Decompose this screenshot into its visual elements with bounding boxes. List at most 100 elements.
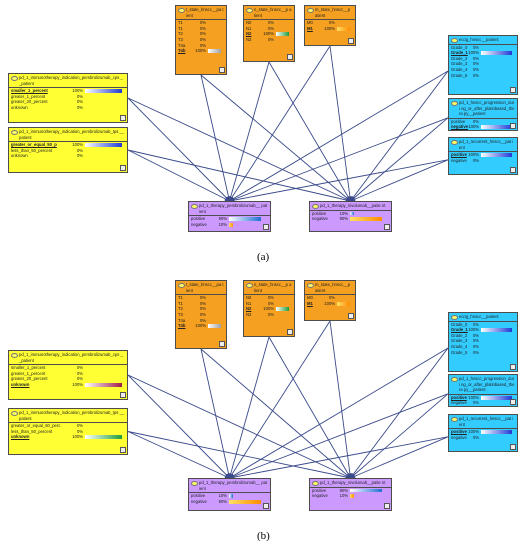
node-expand-icon[interactable] bbox=[510, 364, 516, 370]
node-expand-icon[interactable] bbox=[120, 165, 126, 171]
node-expand-icon[interactable] bbox=[348, 313, 354, 319]
node-a-tps[interactable]: pd_1_immunotherapy_indication_pembrolizu… bbox=[8, 127, 128, 173]
node-a-cps[interactable]: pd_1_immunotherapy_indication_pembrolizu… bbox=[8, 73, 128, 123]
node-expand-icon[interactable] bbox=[384, 224, 390, 230]
node-b-tps[interactable]: pd_1_immunotherapy_indication_pembrolizu… bbox=[8, 408, 128, 455]
node-expand-icon[interactable] bbox=[263, 503, 269, 509]
node-expand-icon[interactable] bbox=[287, 54, 293, 60]
node-b-cps[interactable]: pd_1_immunotherapy_indication_pembrolizu… bbox=[8, 350, 128, 400]
node-expand-icon[interactable] bbox=[510, 167, 516, 173]
node-expand-icon[interactable] bbox=[120, 447, 126, 453]
node-expand-icon[interactable] bbox=[510, 399, 516, 405]
node-expand-icon[interactable] bbox=[510, 123, 516, 129]
node-a-prog[interactable]: pd_1_hnscc_progression_duri ng_or_after_… bbox=[448, 98, 518, 131]
node-expand-icon[interactable] bbox=[287, 329, 293, 335]
node-expand-icon[interactable] bbox=[384, 503, 390, 509]
node-expand-icon[interactable] bbox=[219, 341, 225, 347]
node-b-prog[interactable]: pd_1_hnscc_progression_duri ng_or_after_… bbox=[448, 374, 518, 407]
node-expand-icon[interactable] bbox=[120, 392, 126, 398]
node-expand-icon[interactable] bbox=[219, 67, 225, 73]
node-expand-icon[interactable] bbox=[263, 224, 269, 230]
node-expand-icon[interactable] bbox=[348, 38, 354, 44]
node-expand-icon[interactable] bbox=[510, 444, 516, 450]
